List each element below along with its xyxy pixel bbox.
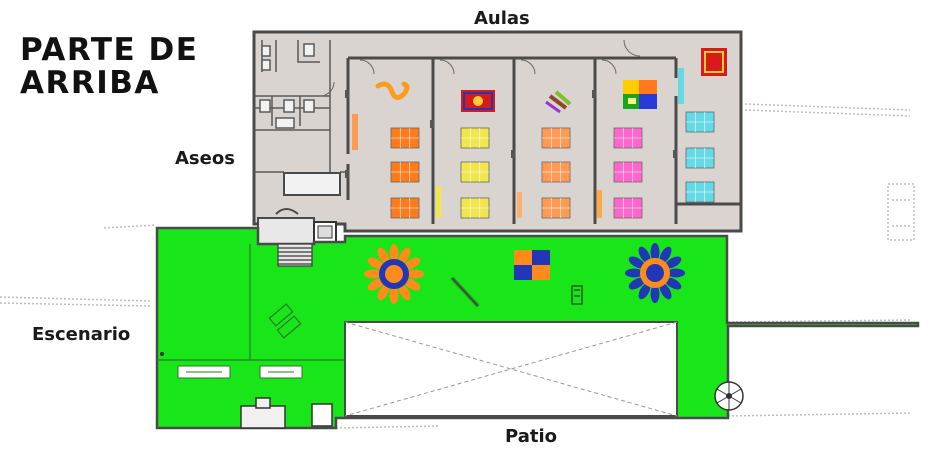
table-aula-3-2: [541, 161, 571, 183]
entrance-stairs: [257, 208, 337, 245]
building-floor: [252, 30, 743, 233]
page-title-line-2: ARRIBA: [20, 65, 160, 101]
restrooms: [254, 40, 345, 196]
wall-markers: [345, 90, 677, 178]
rug-aula-5: [701, 48, 727, 76]
table-aula-2-3: [460, 197, 490, 219]
table-aula-2-1: [460, 127, 490, 149]
patio-court: [344, 321, 678, 417]
rug-aula-3: [545, 90, 572, 114]
label-patio: Patio: [505, 426, 557, 447]
stage-structures: [160, 352, 333, 429]
label-aulas: Aulas: [474, 8, 530, 29]
table-aula-1-2: [390, 161, 420, 183]
flower-left: [364, 244, 424, 304]
stage: [157, 244, 345, 361]
classroom-tables: [390, 111, 715, 219]
table-aula-2-2: [460, 161, 490, 183]
page-title: PARTE DE ARRIBA: [20, 34, 198, 100]
table-aula-1-1: [390, 127, 420, 149]
shelves: [352, 68, 684, 218]
rug-aula-4: [623, 80, 657, 109]
benches: [177, 365, 303, 379]
rug-aula-1: [375, 81, 410, 100]
label-aseos: Aseos: [175, 148, 235, 169]
page-title-line-1: PARTE DE: [20, 32, 199, 68]
checkered-mat: [514, 250, 550, 280]
table-aula-5-3: [685, 181, 715, 203]
table-aula-4-3: [613, 197, 643, 219]
flower-rugs: [364, 243, 685, 304]
table-aula-5-1: [685, 111, 715, 133]
table-aula-5-2: [685, 147, 715, 169]
table-aula-1-3: [390, 197, 420, 219]
rug-aula-2: [461, 90, 495, 112]
classroom-walls: [346, 56, 741, 224]
table-aula-3-1: [541, 127, 571, 149]
playground-items: [450, 276, 583, 308]
garden-stairs: [277, 243, 313, 267]
sketch-lines: [0, 103, 915, 429]
table-aula-3-3: [541, 197, 571, 219]
label-escenario: Escenario: [32, 324, 131, 345]
table-aula-4-2: [613, 161, 643, 183]
table-aula-4-1: [613, 127, 643, 149]
doors: [319, 39, 641, 97]
spiral-staircase: [714, 381, 744, 411]
flower-right: [625, 243, 685, 303]
